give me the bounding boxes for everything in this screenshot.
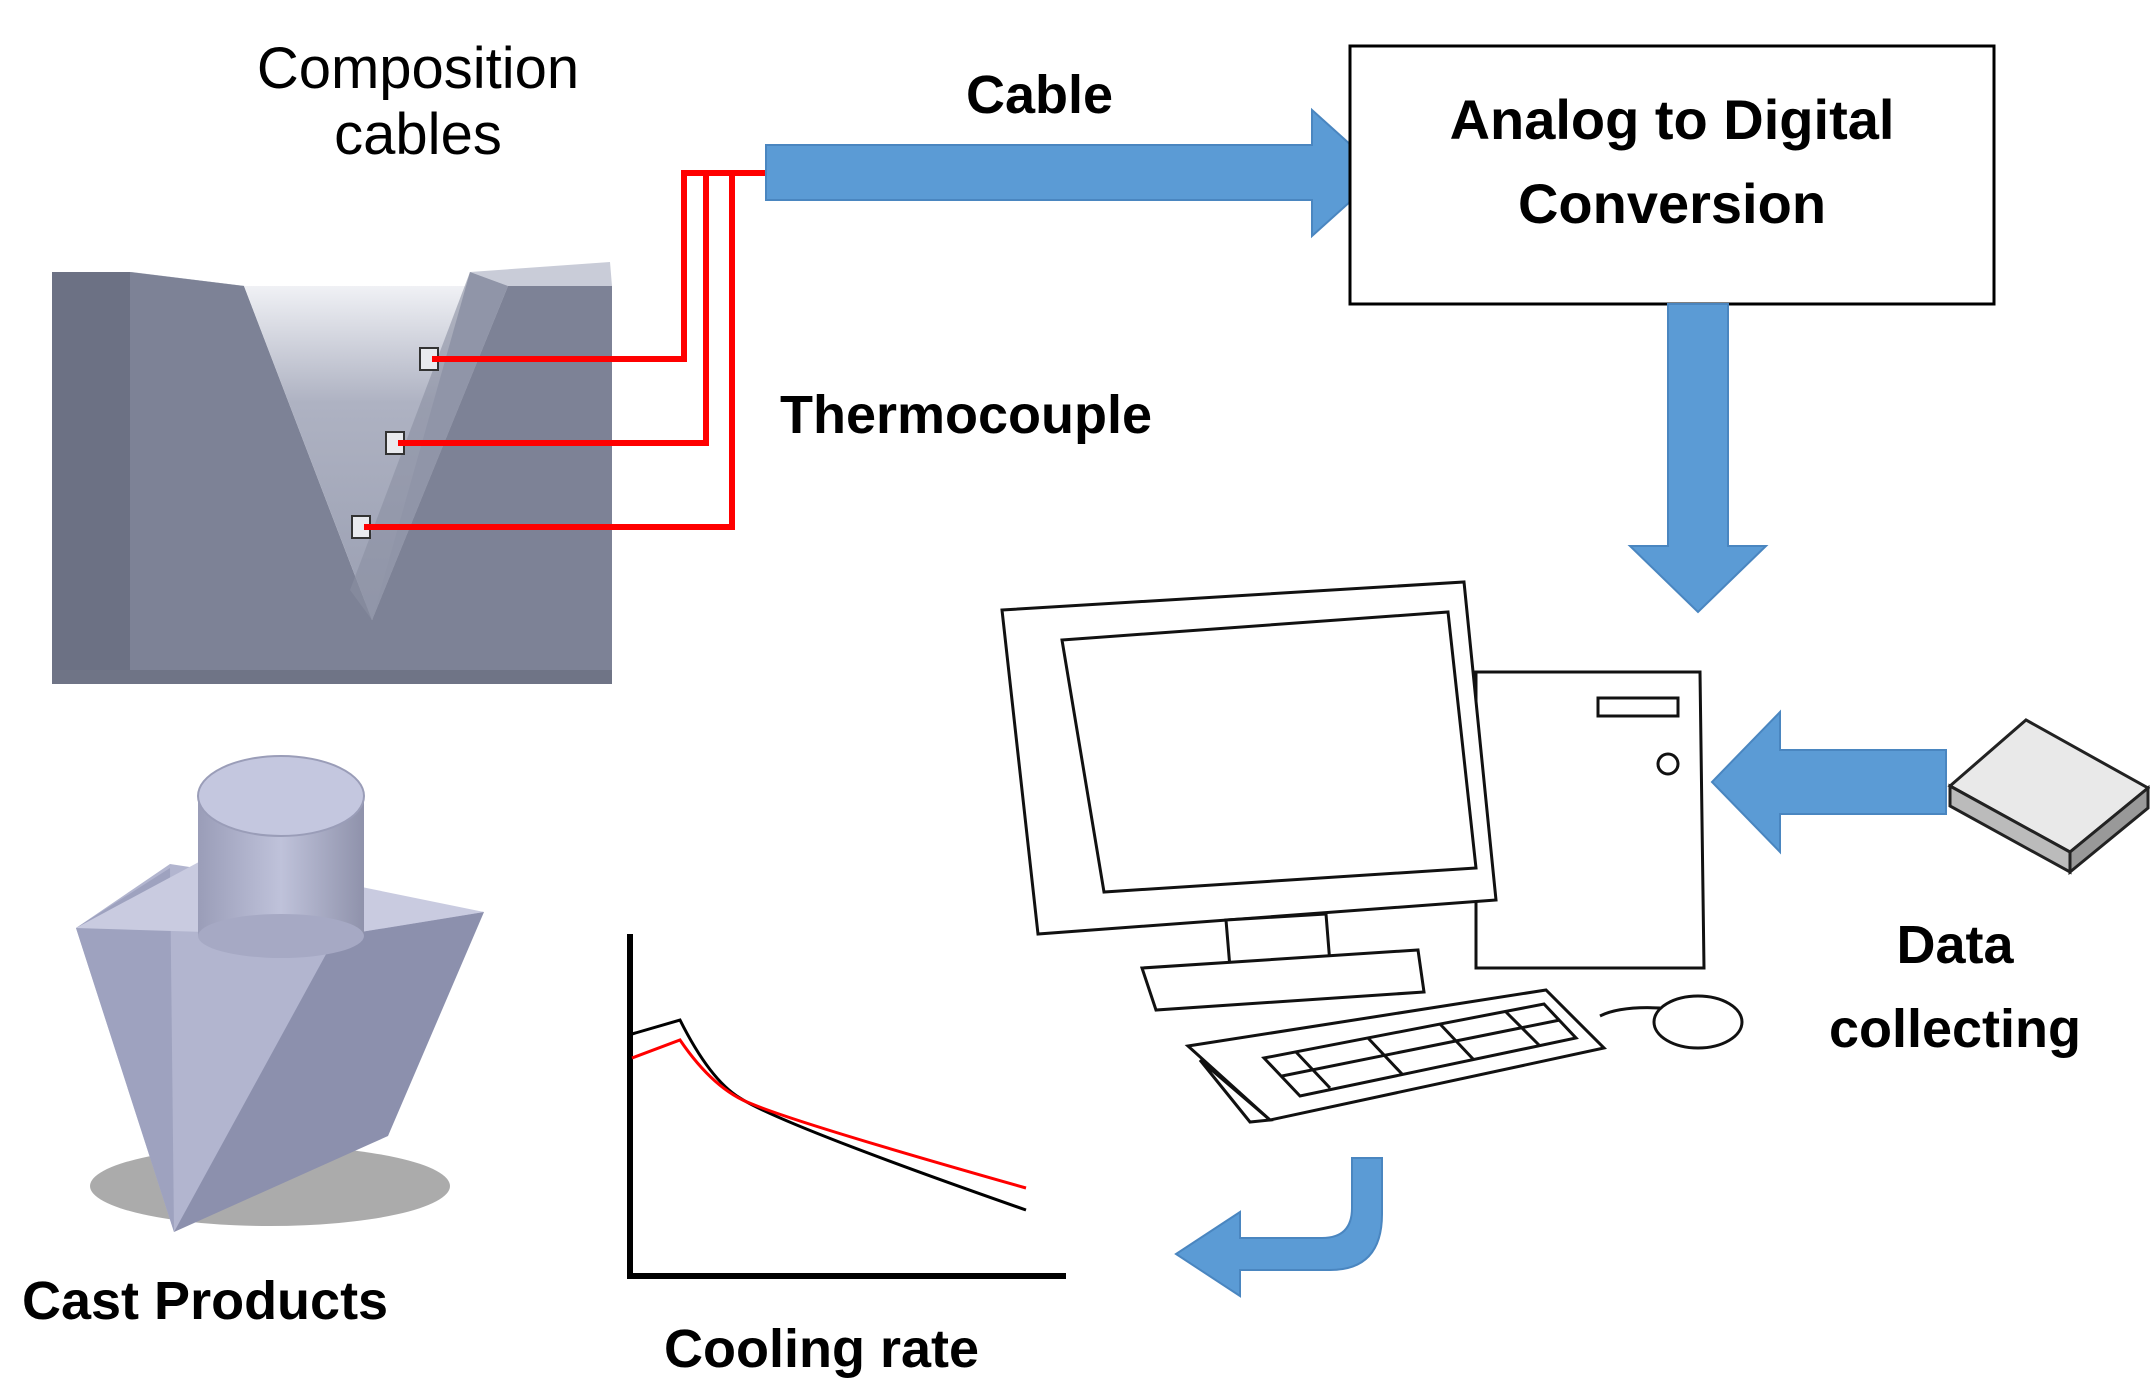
return-arrow (1174, 1157, 1383, 1298)
cooling-curve-plot (627, 934, 1066, 1279)
data-in-arrow (1710, 709, 1947, 855)
key-line (1281, 1018, 1561, 1078)
mold-side-left (52, 272, 130, 682)
data-collecting-label: Data collecting (1828, 915, 2082, 1059)
part-right-face (174, 912, 484, 1232)
pc-tower-drive (1596, 696, 1680, 718)
wire-3 (364, 173, 735, 530)
cable-label: Cable (966, 65, 1114, 125)
computer-illustration (1000, 580, 1744, 1124)
cast-part (76, 755, 484, 1232)
cable-arrow (765, 107, 1384, 239)
adc-box (1348, 44, 1996, 306)
part-cylinder-top (197, 755, 365, 837)
keyboard (1184, 988, 1608, 1122)
mold-bottom (52, 670, 612, 684)
key-line (1504, 1010, 1542, 1048)
curve-red (631, 1038, 1027, 1190)
v-mold (52, 262, 612, 684)
part-left-shade (76, 868, 174, 1232)
keyboard-edge (1198, 1058, 1274, 1124)
wire-1 (432, 170, 766, 362)
plot-axes (627, 934, 1066, 1279)
composition-cables-label: Composition cables (256, 36, 580, 168)
mold-top-right-face (470, 262, 612, 286)
cast-products-label: Cast Products (22, 1271, 389, 1331)
thermocouple-wires (364, 170, 766, 530)
mold-front-left-face (130, 272, 372, 682)
mold-front-right-face (372, 286, 612, 682)
curve-black (631, 1018, 1027, 1212)
cooling-rate-label: Cooling rate (664, 1319, 980, 1379)
data-storage-device (1947, 718, 2150, 876)
thermocouple-label: Thermocouple (780, 385, 1153, 445)
adc-label: Analog to Digital Conversion (1449, 88, 1895, 235)
mouse-cable (1599, 1006, 1661, 1018)
part-cylinder-bottom (198, 914, 364, 958)
down-arrow (1627, 303, 1769, 614)
pc-tower-power-button (1656, 752, 1680, 776)
monitor-screen (1060, 610, 1478, 894)
keyboard-keys (1261, 1002, 1579, 1098)
monitor-base (1139, 948, 1426, 1012)
mouse (1652, 994, 1744, 1050)
wire-2 (398, 173, 709, 446)
